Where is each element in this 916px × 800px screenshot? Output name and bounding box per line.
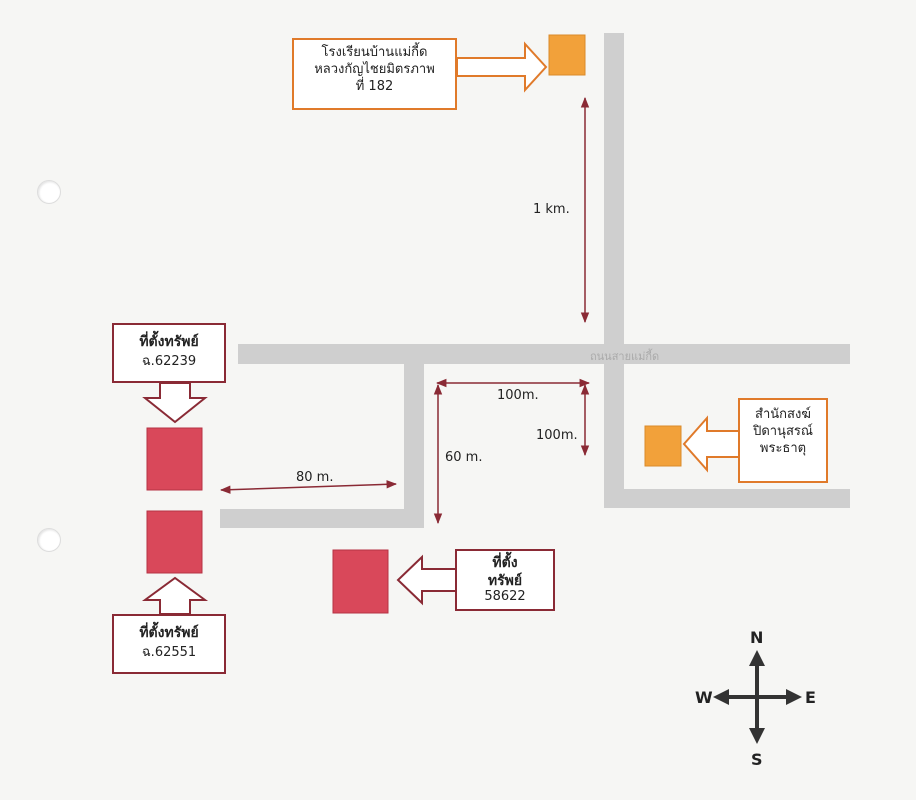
temple-label-line1: สำนักสงฆ์ <box>755 407 811 422</box>
road-south-branch-horizontal <box>220 509 424 528</box>
temple-label-line3: พระธาตุ <box>759 441 807 456</box>
asset-62551-number: ฉ.62551 <box>141 645 197 660</box>
distance-label-100m-horizontal: 100m. <box>497 388 539 403</box>
asset-58622-pointer-arrow <box>396 554 458 606</box>
compass-east-label: E <box>805 688 816 707</box>
road-main-east-west <box>238 344 850 364</box>
temple-marker <box>644 425 682 467</box>
road-east-branch <box>604 489 850 508</box>
temple-pointer-arrow <box>682 415 741 473</box>
temple-callout: สำนักสงฆ์ ปิดานุสรณ์ พระธาตุ <box>738 398 828 483</box>
distance-arrow-80m <box>219 480 398 494</box>
asset-62551-marker <box>146 510 203 574</box>
distance-label-1km: 1 km. <box>533 202 570 217</box>
compass-rose <box>713 650 802 744</box>
binder-hole-bottom <box>37 528 61 552</box>
school-marker <box>548 34 586 76</box>
compass-south-label: S <box>751 750 763 769</box>
school-label-line2: หลวงกัญไชยมิตรภาพ <box>314 62 435 77</box>
asset-62239-marker <box>146 427 203 491</box>
school-pointer-arrow <box>456 41 548 93</box>
school-callout: โรงเรียนบ้านแม่กี้ด หลวงกัญไชยมิตรภาพ ที… <box>292 38 457 110</box>
temple-label-line2: ปิดานุสรณ์ <box>753 424 813 439</box>
asset-62239-callout: ที่ตั้งทรัพย์ ฉ.62239 <box>112 323 226 383</box>
asset-58622-title-line2: ทรัพย์ <box>487 573 523 589</box>
distance-label-80m: 80 m. <box>296 470 334 485</box>
binder-hole-top <box>37 180 61 204</box>
compass-west-label: W <box>695 688 713 707</box>
distance-label-100m-vertical: 100m. <box>536 428 578 443</box>
asset-58622-marker <box>332 549 389 614</box>
asset-58622-number: 58622 <box>484 589 526 604</box>
asset-62239-pointer-arrow <box>142 382 208 424</box>
road-name-label: ถนนสายแม่กี้ด <box>590 350 660 363</box>
school-label-line1: โรงเรียนบ้านแม่กี้ด <box>321 45 428 60</box>
asset-62239-title: ที่ตั้งทรัพย์ <box>139 334 199 350</box>
asset-58622-title-line1: ที่ตั้ง <box>492 555 518 571</box>
road-north-south <box>604 33 624 508</box>
asset-62239-number: ฉ.62239 <box>141 354 197 369</box>
asset-62551-title: ที่ตั้งทรัพย์ <box>139 625 199 641</box>
school-label-line3: ที่ 182 <box>355 79 394 94</box>
compass-north-label: N <box>750 628 764 647</box>
asset-62551-callout: ที่ตั้งทรัพย์ ฉ.62551 <box>112 614 226 674</box>
distance-label-60m: 60 m. <box>445 450 483 465</box>
asset-62551-pointer-arrow <box>141 576 209 615</box>
road-south-branch-vertical <box>404 364 424 528</box>
asset-58622-callout: ที่ตั้ง ทรัพย์ 58622 <box>455 549 555 611</box>
